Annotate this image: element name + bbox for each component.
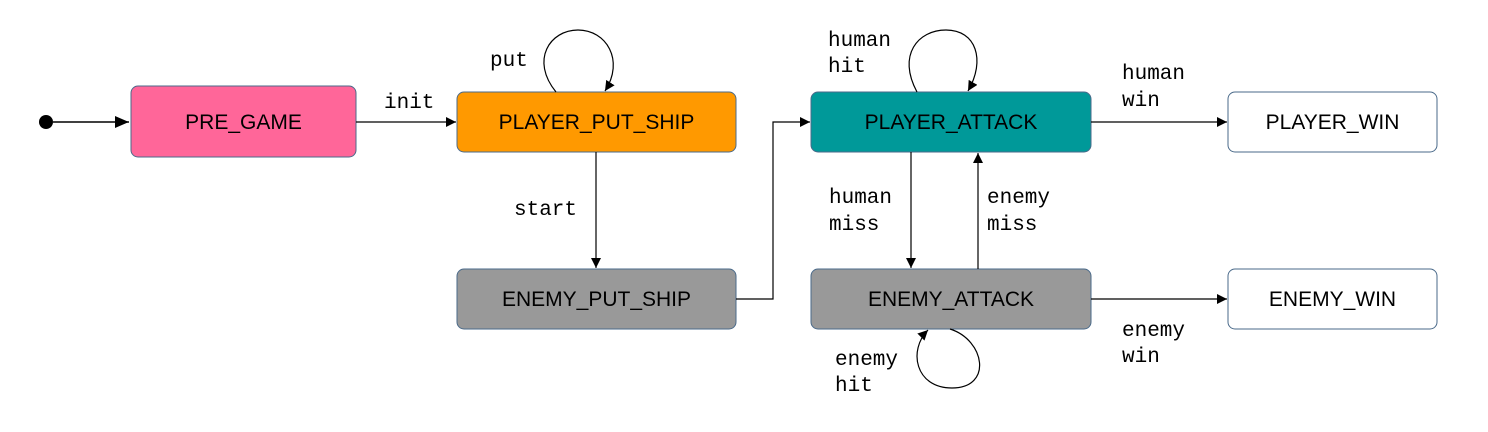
state-enemy-attack-label: ENEMY_ATTACK bbox=[868, 288, 1034, 311]
edge-label-enemy-hit-line2: hit bbox=[835, 375, 873, 398]
edge-label-human-hit-line2: hit bbox=[828, 56, 866, 79]
edge-label-enemy-hit: enemy hit bbox=[835, 349, 911, 398]
edge-label-enemy-win: enemy win bbox=[1122, 320, 1198, 369]
state-player-attack: PLAYER_ATTACK bbox=[810, 91, 1092, 153]
edge-label-human-win: human win bbox=[1122, 63, 1198, 113]
edge-label-put: put bbox=[490, 50, 528, 73]
state-enemy-put-ship-label: ENEMY_PUT_SHIP bbox=[502, 288, 691, 311]
edge-label-human-win-line1: human bbox=[1122, 63, 1185, 86]
state-pre-game: PRE_GAME bbox=[130, 85, 357, 158]
edge-label-enemy-win-line2: win bbox=[1122, 346, 1160, 369]
edge-label-enemy-miss-line2: miss bbox=[987, 214, 1037, 237]
edge-label-human-miss-line1: human bbox=[829, 187, 892, 210]
state-pre-game-label: PRE_GAME bbox=[185, 111, 302, 134]
edge-label-enemy-hit-line1: enemy bbox=[835, 349, 898, 372]
state-player-win: PLAYER_WIN bbox=[1227, 91, 1438, 153]
edge-label-human-win-line2: win bbox=[1122, 90, 1160, 113]
edge-put-self-loop bbox=[543, 29, 615, 93]
edge-label-human-hit: human hit bbox=[828, 30, 904, 79]
state-player-put-ship-label: PLAYER_PUT_SHIP bbox=[499, 111, 695, 134]
initial-state-dot bbox=[39, 115, 53, 129]
edge-label-start: start bbox=[514, 199, 577, 222]
edge-label-enemy-win-line1: enemy bbox=[1122, 320, 1185, 343]
state-enemy-win-label: ENEMY_WIN bbox=[1269, 288, 1396, 311]
state-player-attack-label: PLAYER_ATTACK bbox=[865, 111, 1038, 134]
edge-label-enemy-miss-line1: enemy bbox=[987, 187, 1050, 210]
state-enemy-put-ship: ENEMY_PUT_SHIP bbox=[456, 268, 737, 330]
state-enemy-attack: ENEMY_ATTACK bbox=[810, 268, 1092, 330]
state-player-win-label: PLAYER_WIN bbox=[1266, 111, 1400, 134]
state-enemy-win-box bbox=[1227, 268, 1438, 330]
edge-enemy-hit-self-loop bbox=[916, 328, 981, 389]
state-enemy-win: ENEMY_WIN bbox=[1227, 268, 1438, 330]
state-player-win-box bbox=[1227, 91, 1438, 153]
edge-human-hit-self-loop bbox=[908, 29, 978, 93]
edge-label-human-miss: human miss bbox=[829, 187, 905, 237]
edge-label-init: init bbox=[384, 92, 434, 115]
edge-label-human-hit-line1: human bbox=[828, 30, 891, 53]
edge-enemy-put-ship-to-player-attack bbox=[736, 117, 810, 300]
edge-label-human-miss-line2: miss bbox=[829, 214, 879, 237]
edge-label-enemy-miss: enemy miss bbox=[987, 187, 1063, 237]
state-player-put-ship: PLAYER_PUT_SHIP bbox=[456, 91, 737, 153]
